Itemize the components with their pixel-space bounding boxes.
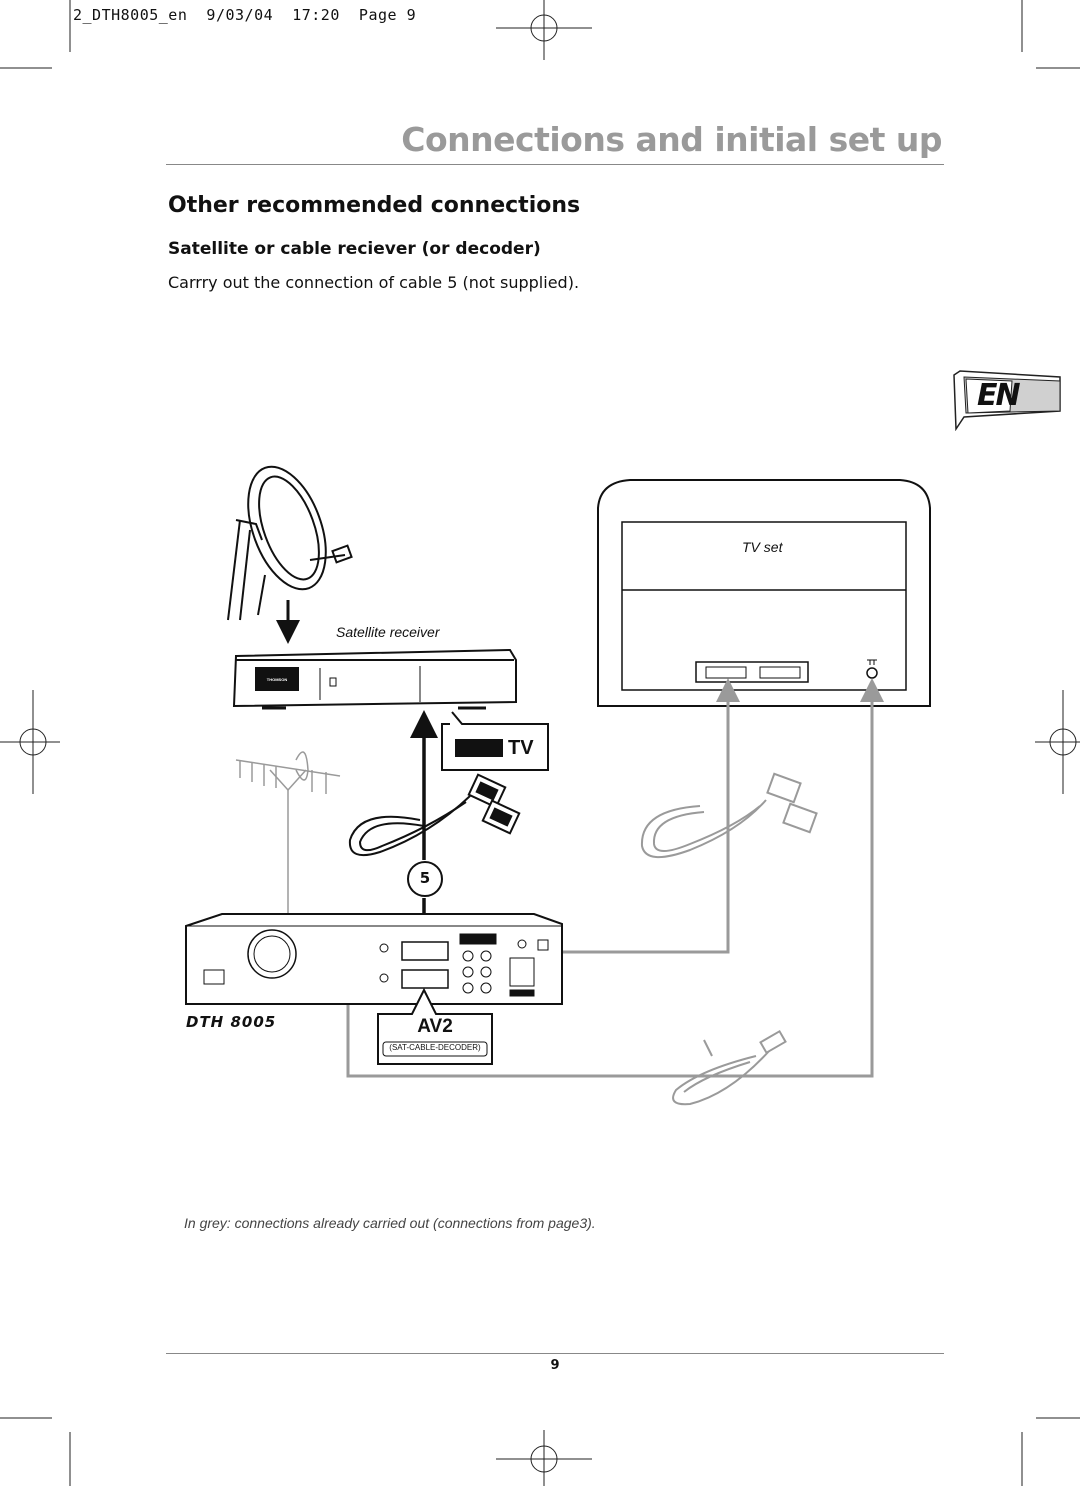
section-subtitle: Satellite or cable reciever (or decoder)	[168, 239, 541, 259]
receiver-brand: THOMSON	[267, 677, 288, 682]
av2-sublabel: (SAT-CABLE-DECODER)	[389, 1043, 481, 1052]
scart-cable-5-icon	[348, 773, 521, 856]
antenna-icon	[235, 751, 341, 940]
av2-input-tag	[377, 987, 493, 1065]
satellite-dish-icon	[227, 465, 353, 621]
page-number: 9	[550, 1358, 560, 1373]
satellite-receiver	[232, 648, 517, 710]
av2-label: AV2	[417, 1016, 453, 1037]
instruction-text: Carrry out the connection of cable 5 (no…	[168, 273, 580, 292]
title-rule	[166, 164, 944, 165]
cable-number: 5	[419, 869, 431, 887]
footnote: In grey: connections already carried out…	[184, 1215, 596, 1231]
footer-rule	[166, 1353, 944, 1354]
receiver-tv-scart-tag	[441, 711, 549, 771]
print-header: 2_DTH8005_en 9/03/04 17:20 Page 9	[73, 6, 417, 24]
scart-cable-icon	[640, 772, 818, 858]
coax-cable-icon	[672, 1029, 787, 1106]
dth8005-rear-panel	[185, 913, 563, 1005]
section-title: Other recommended connections	[168, 193, 581, 218]
language-code: EN	[977, 378, 1021, 413]
tv-set-label: TV set	[742, 539, 783, 555]
satellite-receiver-label: Satellite receiver	[336, 624, 440, 640]
cable-number-circle	[407, 861, 443, 897]
tv-set	[597, 479, 931, 707]
language-badge	[953, 370, 1061, 431]
device-label: DTH 8005	[186, 1013, 277, 1031]
existing-connections	[286, 684, 874, 1078]
page-title: Connections and initial set up	[401, 120, 942, 159]
tv-scart-tag-label: TV	[508, 737, 534, 759]
